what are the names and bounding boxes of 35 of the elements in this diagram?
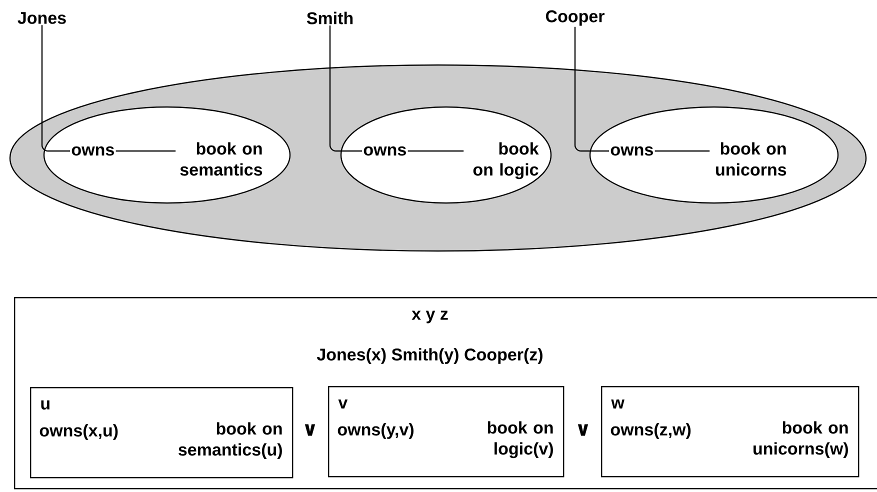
relation-label: owns bbox=[364, 146, 406, 156]
concept-label: book on semantics bbox=[180, 142, 262, 176]
concept-label: book on logic bbox=[473, 142, 539, 180]
connector-line bbox=[574, 26, 609, 152]
name-label: Cooper bbox=[546, 10, 604, 26]
or-symbol: ∨ bbox=[578, 424, 588, 436]
connector-line bbox=[41, 25, 70, 152]
name-label: Smith bbox=[306, 12, 353, 24]
concept-label: book on unicorns bbox=[716, 142, 786, 176]
connector-line bbox=[329, 25, 362, 152]
variable-label: v bbox=[338, 400, 348, 408]
predicate-label: book on logic(v) bbox=[488, 421, 553, 458]
predicate-label: book on semantics(u) bbox=[178, 422, 282, 460]
relation-label: owns bbox=[610, 146, 653, 156]
predicate-label: book on unicorns(w) bbox=[754, 421, 848, 458]
name-label: Jones bbox=[18, 12, 66, 24]
variable-list: x y z bbox=[412, 310, 448, 324]
predicate-label: owns(z,w) bbox=[610, 423, 691, 439]
inner-box bbox=[601, 386, 860, 478]
relation-label: owns bbox=[72, 146, 114, 156]
predicate-label: owns(x,u) bbox=[40, 424, 118, 440]
variable-label: u bbox=[41, 400, 50, 410]
ellipse bbox=[589, 106, 839, 204]
connector-line bbox=[116, 150, 176, 152]
or-symbol: ∨ bbox=[304, 424, 316, 436]
connector-line bbox=[654, 150, 710, 152]
inner-box bbox=[30, 387, 294, 478]
outer-box bbox=[14, 297, 877, 490]
connector-line bbox=[408, 150, 464, 152]
predicate-label: owns(y,v) bbox=[338, 423, 414, 439]
ellipse bbox=[340, 106, 552, 204]
ellipse bbox=[43, 106, 291, 204]
inner-box bbox=[328, 386, 564, 478]
predicate-list: Jones(x) Smith(y) Cooper(z) bbox=[316, 348, 542, 364]
variable-label: w bbox=[611, 400, 624, 408]
